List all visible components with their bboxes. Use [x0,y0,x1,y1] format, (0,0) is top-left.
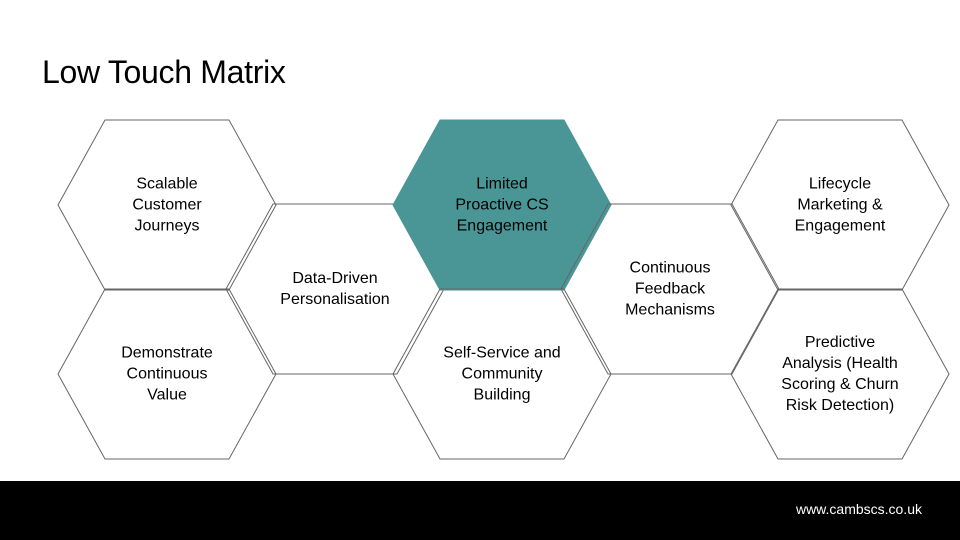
hexagon-label-line: Continuous [630,260,711,277]
hexagon-label-line: Customer [132,197,202,214]
hexagon-label-line: Value [147,387,187,404]
hexagon-label-line: Limited [476,176,528,193]
hexagon-label-line: Feedback [635,281,706,298]
hexagon-label-line: Engagement [795,218,886,235]
hexagon-label-line: Analysis (Health [782,355,898,372]
footer-url: www.cambscs.co.uk [795,501,922,517]
footer-bar: www.cambscs.co.uk [0,481,960,540]
slide-title: Low Touch Matrix [42,54,286,90]
hexagon-label-line: Community [462,366,543,383]
hexagon-label-line: Self-Service and [443,345,560,362]
hexagon-label-line: Journeys [135,218,200,235]
hexagon-label-line: Engagement [457,218,548,235]
hexagon-label-line: Personalisation [280,291,389,308]
hexagon-label-line: Continuous [127,366,208,383]
hexagon-label-line: Data-Driven [292,270,377,287]
hexagon-shape [730,288,950,460]
hexagon-label-line: Scalable [136,176,197,193]
hexagon-label-line: Demonstrate [121,345,213,362]
hexagon-label-line: Predictive [805,334,875,351]
hexagon-label-line: Mechanisms [625,302,715,319]
hexagon-label-line: Scoring & Churn [781,376,898,393]
hexagon-label-line: Proactive CS [455,197,548,214]
hexagon-label-line: Building [474,387,531,404]
hexagon-label-line: Lifecycle [809,176,871,193]
hexagon-label-line: Risk Detection) [786,397,894,414]
hexagon-label-line: Marketing & [797,197,883,214]
